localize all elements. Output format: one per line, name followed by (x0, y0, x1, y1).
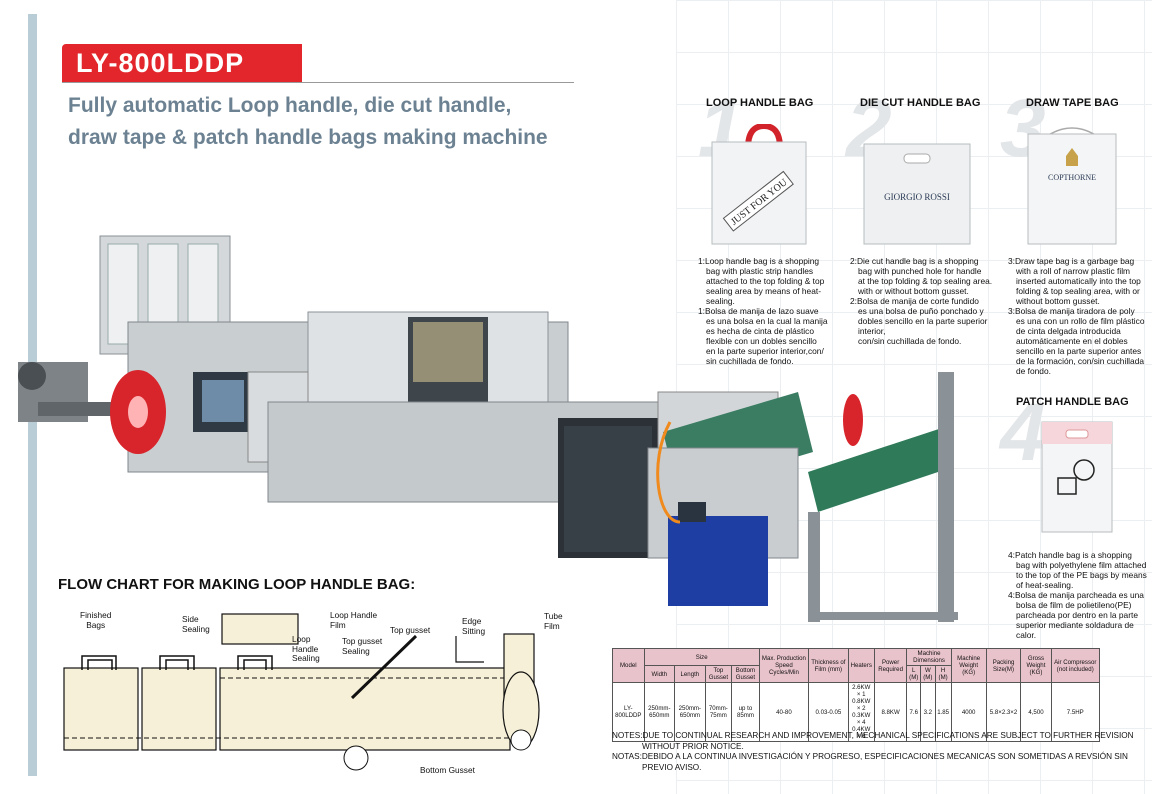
loop-handle-bag-image: JUST FOR YOU (711, 124, 807, 245)
th-length: Length (674, 665, 706, 683)
bag-title-2: DIE CUT HANDLE BAG (860, 97, 981, 109)
bag-number-4: 4 (1000, 387, 1046, 478)
th-thickness: Thickness of Film (mm) (808, 648, 849, 683)
patch-handle-bag-image (1041, 421, 1113, 533)
die-cut-bag-image: GIORGIO ROSSI (863, 143, 971, 245)
model-badge: LY-800LDDP (62, 44, 302, 82)
spec-table: Model Size Max. Production Speed Cycles/… (612, 648, 1101, 742)
flow-label-top-gusset: Top gusset (390, 625, 431, 635)
td-top-gusset: 70mm-75mm (704, 682, 733, 742)
bag-title-4: PATCH HANDLE BAG (1016, 396, 1129, 408)
th-l: L (M) (906, 665, 922, 683)
th-top-gusset: Top Gusset (704, 665, 733, 683)
th-speed: Max. Production Speed Cycles/Min (758, 648, 810, 683)
bag-print-2: GIORGIO ROSSI (884, 192, 950, 202)
td-w: 3.2 (920, 682, 936, 742)
flow-chart-diagram (63, 613, 540, 771)
th-model: Model (612, 648, 645, 683)
note-en-1: NOTES:DUE TO CONTINUAL RESEARCH AND IMPR… (612, 731, 1134, 740)
th-air: Air Compressor (not included) (1050, 648, 1101, 683)
title-rule (62, 82, 574, 83)
td-speed: 40-80 (758, 682, 810, 742)
th-bottom-gusset: Bottom Gusset (731, 665, 760, 683)
th-weight: Machine Weight (KG) (950, 648, 987, 683)
flow-label-bottom: Bottom Gusset (420, 765, 475, 775)
note-en-2: WITHOUT PRIOR NOTICE. (642, 741, 744, 751)
td-weight: 4000 (950, 682, 987, 742)
td-model: LY-800LDDP (612, 682, 645, 742)
th-h: H (M) (934, 665, 952, 683)
td-thickness: 0.03-0.05 (808, 682, 849, 742)
bag-title-1: LOOP HANDLE BAG (706, 97, 814, 109)
td-l: 7.6 (906, 682, 922, 742)
th-dims: Machine Dimensions (906, 648, 952, 666)
td-heaters: 2.6KW × 1 0.8KW × 2 0.3KW × 4 0.4KW × 6 (847, 682, 875, 742)
flow-chart-title: FLOW CHART FOR MAKING LOOP HANDLE BAG: (58, 576, 416, 593)
th-width: Width (643, 665, 676, 683)
th-w: W (M) (920, 665, 936, 683)
headline-line-2: draw tape & patch handle bags making mac… (68, 126, 548, 149)
note-es-1: NOTAS:DEBIDO A LA CONTINUA INVESTIGACIÓN… (612, 752, 1128, 761)
draw-tape-bag-image: COPTHORNE (1027, 127, 1117, 245)
td-packing: 5.8×2.3×2 (985, 682, 1022, 742)
td-h: 1.85 (934, 682, 952, 742)
td-length: 250mm-650mm (674, 682, 706, 742)
bag-print-3: COPTHORNE (1048, 173, 1096, 182)
th-power: Power Required (873, 648, 908, 683)
headline-line-1: Fully automatic Loop handle, die cut han… (68, 94, 512, 117)
td-gross: 4,500 (1020, 682, 1052, 742)
th-heaters: Heaters (847, 648, 875, 683)
machine-illustration (18, 235, 958, 622)
td-power: 8.8KW (873, 682, 908, 742)
td-air: 7.5HP (1050, 682, 1101, 742)
td-width: 250mm-650mm (643, 682, 676, 742)
note-es-2: PREVIO AVISO. (642, 762, 702, 772)
notes: NOTES:DUE TO CONTINUAL RESEARCH AND IMPR… (612, 731, 1134, 773)
th-packing: Packing Size(M) (985, 648, 1022, 683)
th-gross: Gross Weight (KG) (1020, 648, 1052, 683)
bag-title-3: DRAW TAPE BAG (1026, 97, 1119, 109)
th-size: Size (643, 648, 760, 666)
